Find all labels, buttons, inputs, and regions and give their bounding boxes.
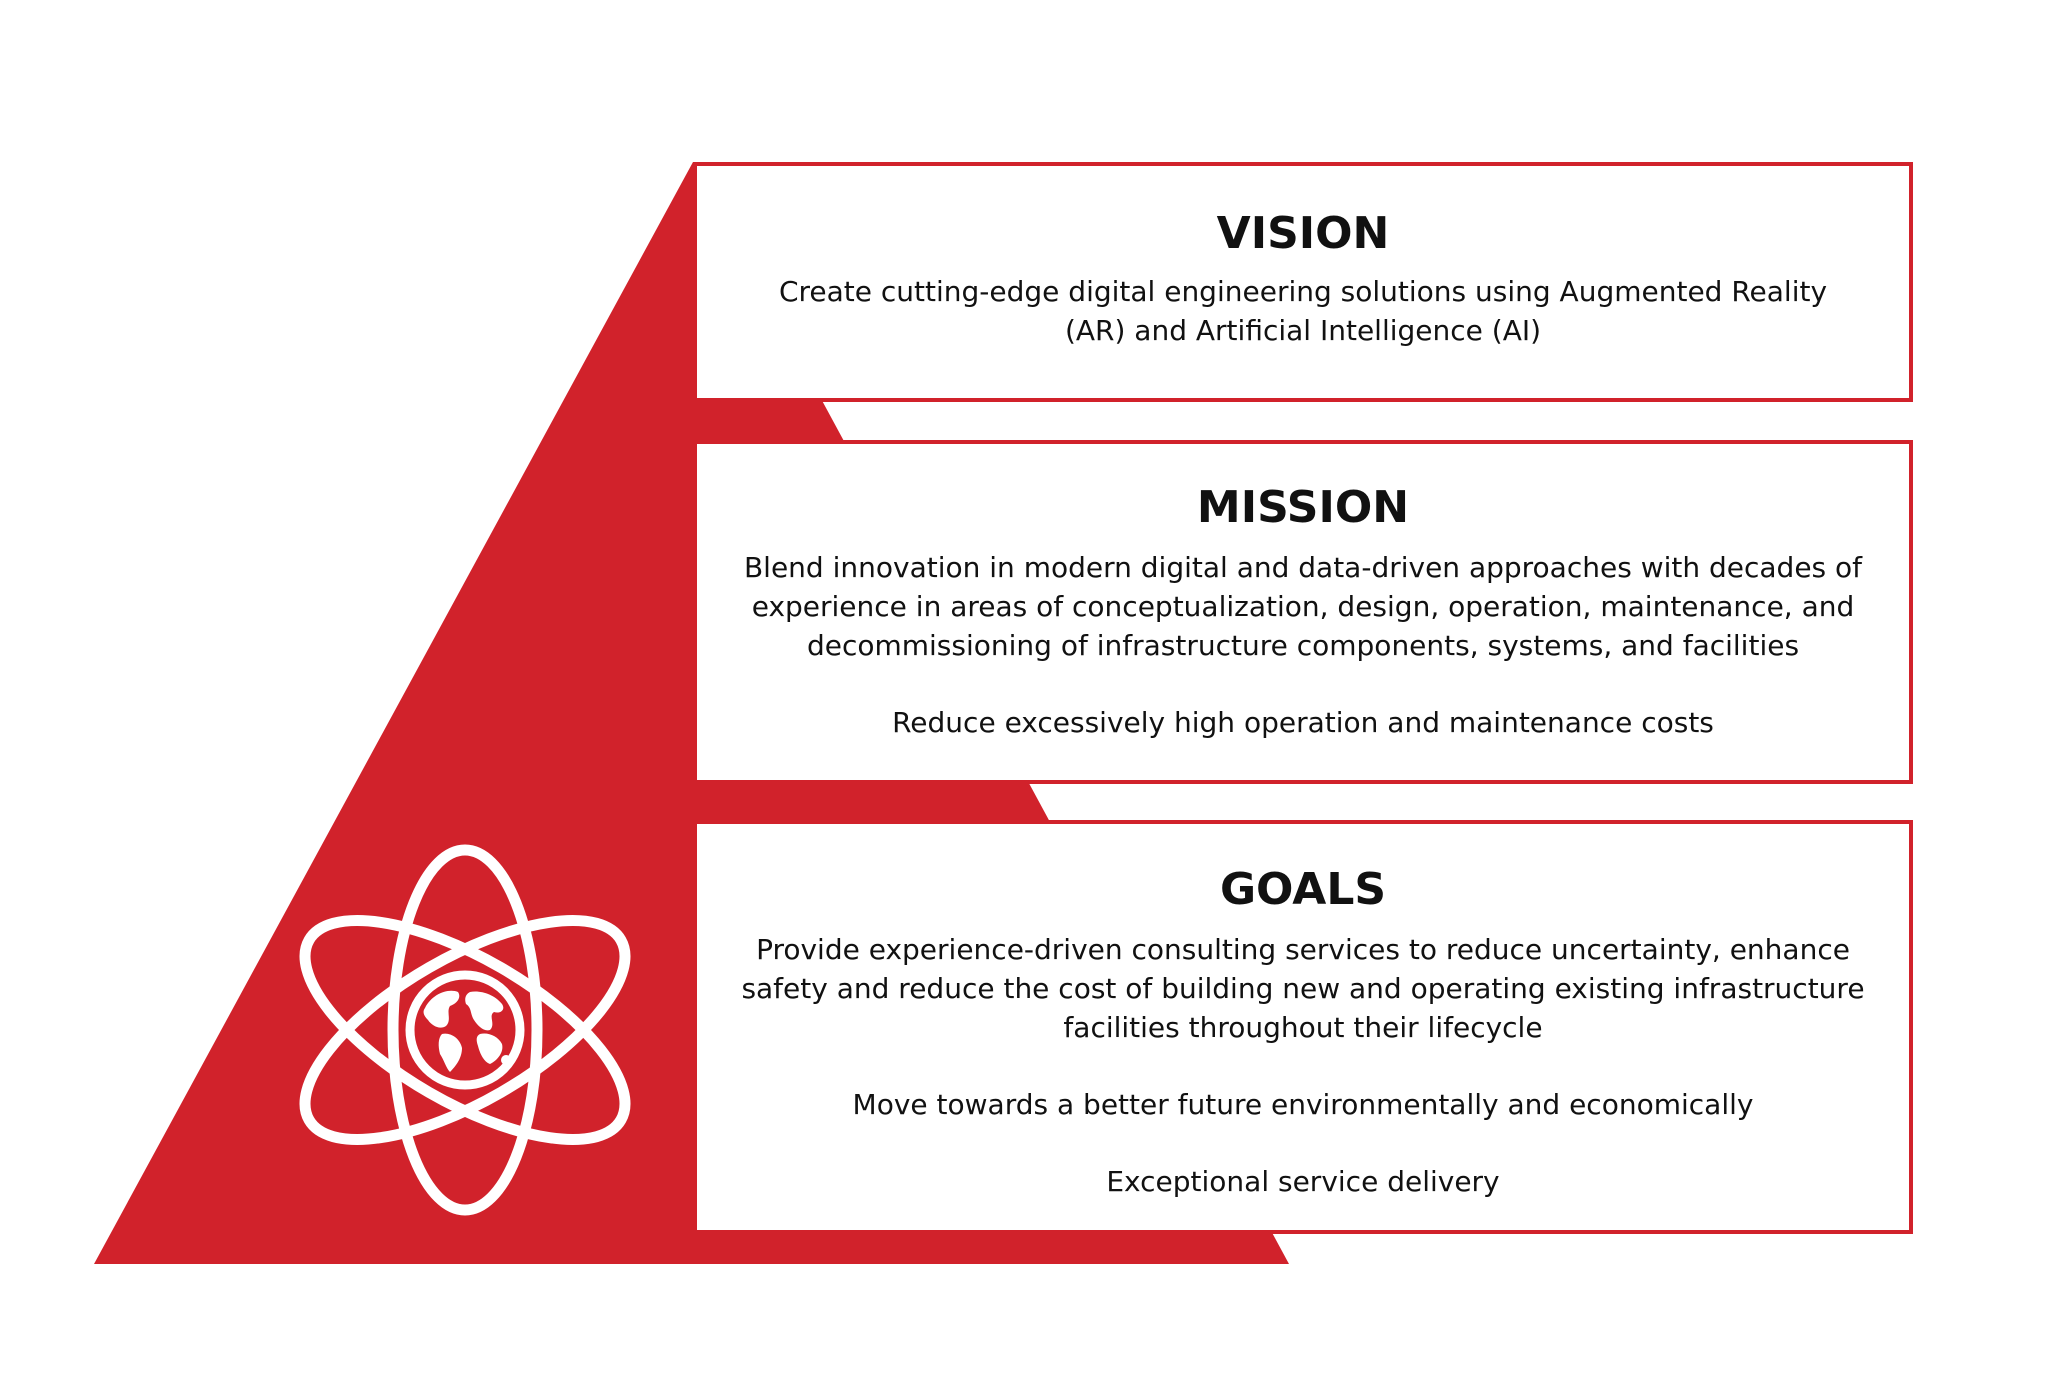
mission-title: MISSION bbox=[1196, 482, 1410, 533]
vision-title: VISION bbox=[1216, 208, 1390, 259]
vision-text: Create cutting-edge digital engineering … bbox=[778, 275, 1828, 347]
atom-globe-icon bbox=[299, 844, 631, 1216]
goals-text-1: Provide experience-driven consulting ser… bbox=[741, 933, 1865, 1044]
goals-title: GOALS bbox=[1219, 864, 1387, 915]
mission-text-1: Blend innovation in modern digital and d… bbox=[743, 551, 1863, 662]
globe-outline bbox=[405, 970, 525, 1090]
goals-box: GOALS Provide experience-driven consulti… bbox=[693, 820, 1913, 1234]
atom-orbit-vertical bbox=[387, 844, 543, 1216]
atom-orbit-left bbox=[299, 915, 631, 1145]
atom-orbit-right bbox=[299, 915, 631, 1145]
globe-continents bbox=[423, 990, 511, 1072]
goals-text-2: Move towards a better future environment… bbox=[852, 1088, 1754, 1121]
goals-text-3: Exceptional service delivery bbox=[1106, 1165, 1500, 1198]
vision-box: VISION Create cutting-edge digital engin… bbox=[693, 162, 1913, 402]
mission-box: MISSION Blend innovation in modern digit… bbox=[693, 440, 1913, 784]
mission-text-2: Reduce excessively high operation and ma… bbox=[892, 706, 1714, 739]
